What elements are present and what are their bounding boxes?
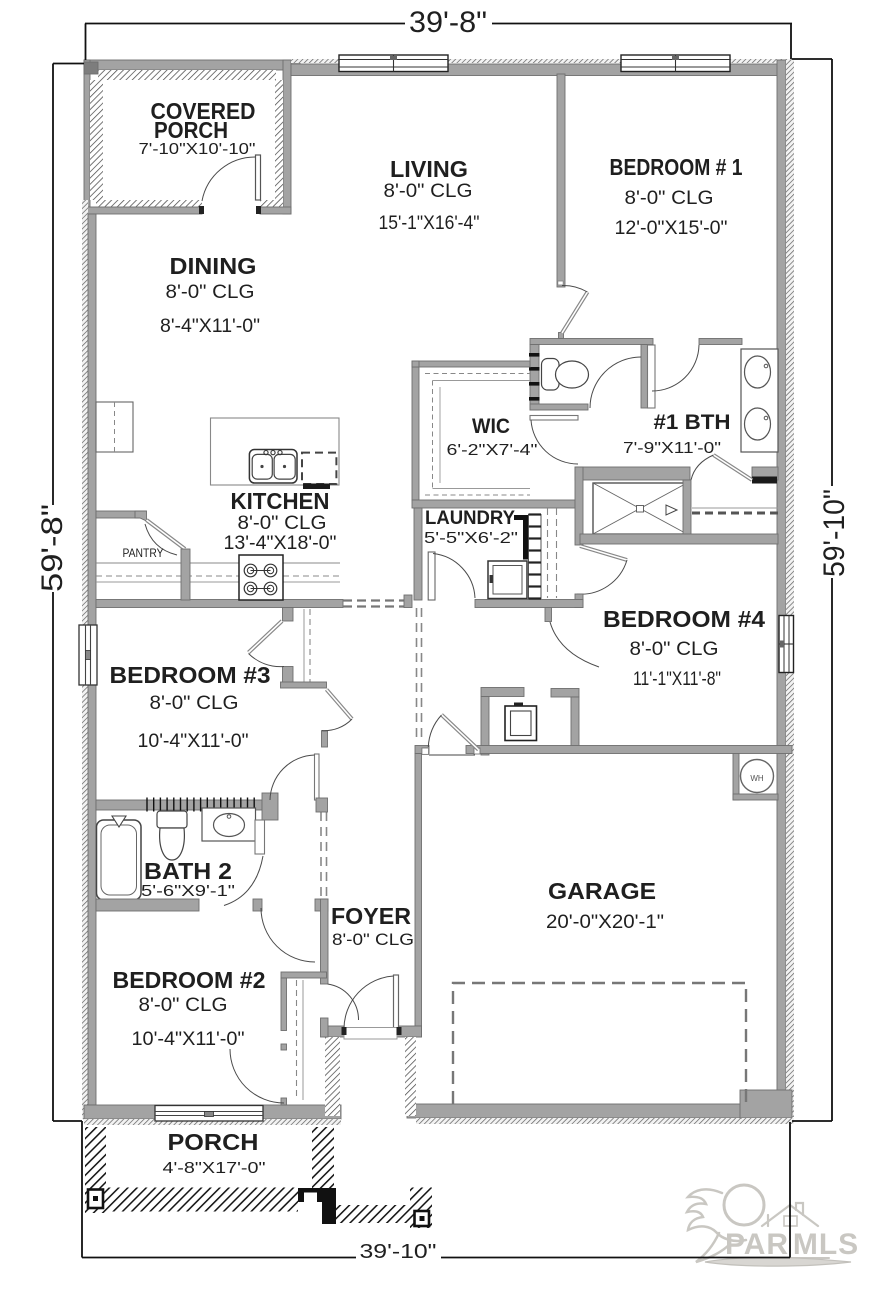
svg-text:39'-10": 39'-10" bbox=[360, 1241, 437, 1263]
svg-text:LIVING: LIVING bbox=[390, 156, 468, 182]
svg-text:15'-1"X16'-4": 15'-1"X16'-4" bbox=[379, 213, 480, 234]
svg-text:5'-5"X6'-2": 5'-5"X6'-2" bbox=[424, 530, 518, 547]
svg-text:13'-4"X18'-0": 13'-4"X18'-0" bbox=[224, 533, 337, 554]
svg-text:10'-4"X11'-0": 10'-4"X11'-0" bbox=[138, 731, 249, 752]
svg-text:DINING: DINING bbox=[170, 253, 257, 279]
svg-text:#1 BTH: #1 BTH bbox=[654, 411, 731, 434]
svg-text:8'-0" CLG: 8'-0" CLG bbox=[238, 513, 327, 534]
svg-text:8'-0" CLG: 8'-0" CLG bbox=[139, 995, 228, 1016]
svg-text:BEDROOM #2: BEDROOM #2 bbox=[113, 967, 266, 993]
svg-text:11'-1"X11'-8": 11'-1"X11'-8" bbox=[633, 669, 721, 690]
svg-text:GARAGE: GARAGE bbox=[548, 878, 656, 904]
svg-text:7'-9"X11'-0": 7'-9"X11'-0" bbox=[623, 440, 721, 457]
svg-text:BEDROOM #4: BEDROOM #4 bbox=[603, 606, 765, 632]
svg-text:59'-8": 59'-8" bbox=[36, 504, 69, 592]
svg-text:BATH 2: BATH 2 bbox=[144, 858, 232, 884]
svg-text:8'-0" CLG: 8'-0" CLG bbox=[166, 282, 255, 303]
svg-text:KITCHEN: KITCHEN bbox=[231, 488, 330, 514]
svg-text:8'-0" CLG: 8'-0" CLG bbox=[625, 188, 714, 209]
svg-text:WH: WH bbox=[750, 774, 764, 783]
svg-text:PORCH: PORCH bbox=[154, 117, 228, 143]
svg-text:8'-0" CLG: 8'-0" CLG bbox=[150, 693, 239, 714]
svg-text:20'-0"X20'-1": 20'-0"X20'-1" bbox=[546, 912, 664, 933]
svg-text:MLS: MLS bbox=[793, 1228, 859, 1261]
svg-text:10'-4"X11'-0": 10'-4"X11'-0" bbox=[132, 1029, 245, 1050]
svg-text:59'-10": 59'-10" bbox=[818, 489, 851, 577]
svg-text:8'-0" CLG: 8'-0" CLG bbox=[384, 181, 473, 202]
svg-text:BEDROOM # 1: BEDROOM # 1 bbox=[610, 154, 743, 180]
svg-text:5'-6"X9'-1": 5'-6"X9'-1" bbox=[141, 883, 235, 900]
svg-text:8'-4"X11'-0": 8'-4"X11'-0" bbox=[160, 316, 260, 337]
svg-text:PAR: PAR bbox=[725, 1228, 789, 1261]
svg-text:7'-10"X10'-10": 7'-10"X10'-10" bbox=[139, 141, 256, 158]
svg-text:4'-8"X17'-0": 4'-8"X17'-0" bbox=[163, 1160, 266, 1177]
svg-text:LAUNDRY: LAUNDRY bbox=[425, 508, 515, 529]
svg-text:8'-0" CLG: 8'-0" CLG bbox=[630, 639, 719, 660]
svg-text:PORCH: PORCH bbox=[168, 1129, 259, 1155]
svg-text:COVERED: COVERED bbox=[151, 98, 256, 124]
svg-text:6'-2"X7'-4": 6'-2"X7'-4" bbox=[447, 442, 538, 459]
svg-text:12'-0"X15'-0": 12'-0"X15'-0" bbox=[615, 218, 728, 239]
svg-text:FOYER: FOYER bbox=[331, 903, 411, 929]
svg-text:WIC: WIC bbox=[472, 415, 510, 438]
svg-text:PANTRY: PANTRY bbox=[123, 548, 164, 560]
svg-text:39'-8": 39'-8" bbox=[409, 6, 487, 39]
svg-text:8'-0" CLG: 8'-0" CLG bbox=[332, 930, 414, 949]
svg-text:BEDROOM #3: BEDROOM #3 bbox=[110, 662, 271, 688]
